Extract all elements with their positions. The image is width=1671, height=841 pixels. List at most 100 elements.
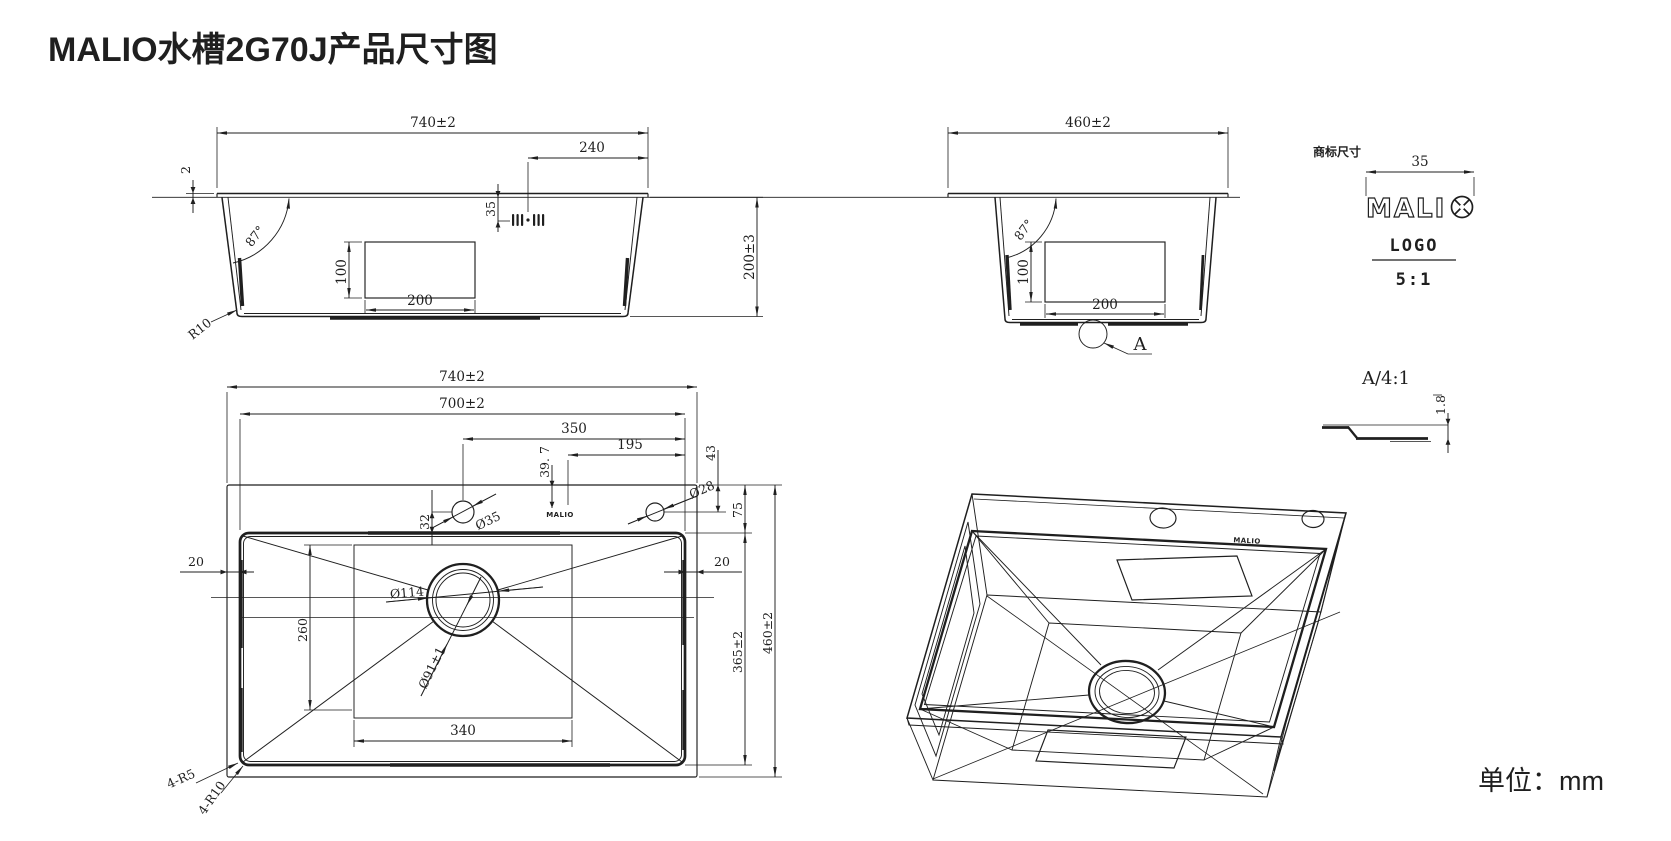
malio-stamp-mark-front [512,214,545,226]
front-overall-width-label: 740±2 [410,115,456,131]
front-overall-height-label: 200±3 [742,234,758,280]
malio-stamp-mark-iso: MALIO [1233,536,1261,545]
plan-overall-depth-label: 460±2 [760,612,775,654]
iso-left-face-emboss-outer [914,521,981,758]
plan-faucet-drop-label: 32 [417,514,432,530]
plan-floor-depth-label: 260 [295,618,310,642]
plan-dim-floor-width: 340 [353,720,573,747]
front-dim-logo-drop: 35 [483,184,510,232]
plan-view: MALIO 740±2 700±2 350 195 [164,369,782,817]
front-view: 740±2 240 2 87° 35 [178,115,763,342]
side-boss-height-label: 100 [1016,259,1032,285]
plan-dim-accessory-dia: Ø28 [627,477,717,525]
detail-a-dim-thickness: 1.8 [1433,394,1451,453]
plan-dim-deck-strip: 75 [685,484,752,534]
detail-a-marker: A [1078,319,1152,355]
side-dim-overall-depth: 460±2 [947,115,1229,188]
plan-dim-faucet-dia: Ø35 [433,493,503,533]
front-dim-wall-angle: 87° [232,198,290,264]
front-rim-lip-label: 2 [178,166,193,174]
detail-a-caption: A/4:1 [1361,368,1410,389]
plan-dim-logo-drop: 39. 7 [537,446,555,508]
plan-drain [425,562,501,638]
plan-hole-drop-label: 43 [703,445,718,461]
plan-dim-hole-drop: 43 [664,445,726,513]
iso-accessory-hole [1301,509,1325,529]
plan-flange-dia-label: Ø114 [389,584,424,602]
front-bottom-radius-label: R10 [185,315,214,342]
logo-scale-label: 5:1 [1396,270,1433,290]
iso-left-face-emboss-inner [921,545,975,737]
front-dim-rim-lip: 2 [178,166,214,213]
plan-cutout-depth-label: 365±2 [730,631,745,673]
plan-cutout-width-label: 700±2 [439,396,485,412]
plan-dim-right-margin: 20 [664,554,742,575]
iso-faucet-hole [1149,507,1177,529]
plan-corner-r5-label: 4-R5 [164,766,197,792]
front-dim-bottom-radius: R10 [185,309,238,342]
plan-left-margin-label: 20 [188,554,204,569]
iso-back-wall-emboss [1116,555,1253,601]
plan-logo-position-label: 195 [617,437,643,453]
malio-stamp-mark-plan: MALIO [546,511,573,519]
iso-basin-floor [1011,622,1242,761]
side-dim-boss-width: 200 [1044,297,1166,318]
side-overall-depth-label: 460±2 [1065,115,1111,131]
plan-deck-outline [226,484,698,778]
isometric-view: MALIO [906,493,1347,798]
plan-faucet-dia-label: Ø35 [473,508,503,533]
front-dim-logo-offset: 240 [527,140,649,212]
plan-dim-faucet-drop: 32 [417,490,452,545]
iso-right-face-emboss [1273,542,1339,772]
iso-drain [1087,659,1167,725]
front-logo-offset-label: 240 [579,140,605,156]
front-dim-boss-height: 100 [334,241,362,299]
plan-floor-width-label: 340 [450,723,476,739]
page-title: MALIO水槽2G70J产品尺寸图 [48,31,498,69]
logo-detail: 商标尺寸 35 MALI LOGO 5:1 [1313,144,1475,290]
side-view: 460±2 87° 100 200 A [947,115,1229,355]
plan-dim-cutout-depth: 365±2 [685,532,752,766]
front-wall-angle-label: 87° [242,223,267,250]
logo-dim-width: 35 [1365,154,1475,196]
iso-basin-opening [918,529,1328,729]
plan-dim-drain-dia: Ø91±1 [415,576,482,697]
detail-a-marker-label: A [1133,334,1148,355]
malio-logo: MALI [1365,193,1474,225]
logo-word-label: LOGO [1390,236,1439,256]
plan-dim-flange-dia: Ø114 [385,584,544,603]
plan-accessory-hole [645,502,665,522]
side-boss-width-label: 200 [1092,297,1118,313]
plan-drain-dia-label: Ø91±1 [415,644,448,691]
malio-logo-mark-icon [1450,195,1474,219]
plan-deck-strip-label: 75 [730,502,745,518]
plan-overall-width-label: 740±2 [439,369,485,385]
plan-logo-drop-label: 39. 7 [537,446,552,478]
plan-accessory-dia-label: Ø28 [687,477,717,501]
front-dim-boss-width: 200 [364,293,476,314]
front-drain-boss [364,241,476,299]
front-boss-width-label: 200 [407,293,433,309]
plan-dim-corner-radii: 4-R5 4-R10 [164,762,244,817]
iso-front-wall-emboss [1035,729,1187,769]
side-dim-boss-height: 100 [1016,241,1042,303]
plan-dim-cutout-width: 700±2 [239,396,686,531]
detail-a-thickness-label: 1.8 [1433,395,1448,415]
plan-basin-floor [353,544,573,719]
plan-faucet-position-label: 350 [561,421,587,437]
side-drain-boss [1044,241,1166,303]
malio-logo-text: MALI [1366,194,1446,224]
side-wall-angle-label: 87° [1011,216,1036,243]
plan-right-margin-label: 20 [714,554,730,569]
plan-dim-logo-position: 195 [567,437,686,505]
front-logo-drop-label: 35 [483,201,498,217]
logo-width-label: 35 [1411,154,1428,170]
plan-dim-overall-width: 740±2 [226,369,698,483]
detail-a-section: A/4:1 1.8 [1322,368,1451,453]
plan-dim-floor-depth: 260 [295,544,352,711]
units-label: 单位：mm [1478,766,1604,796]
plan-dim-overall-depth: 460±2 [699,484,782,778]
plan-corner-r10-label: 4-R10 [195,778,229,817]
